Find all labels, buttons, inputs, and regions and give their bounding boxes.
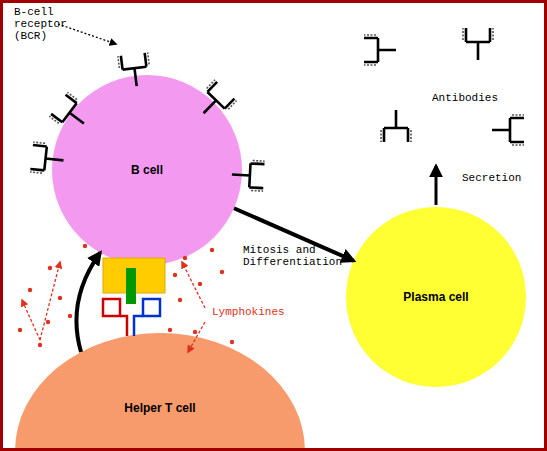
cell-name: B cell bbox=[131, 163, 163, 177]
cell-name: Helper T cell bbox=[124, 401, 195, 415]
mhc-tcr-complex bbox=[103, 258, 165, 336]
node-text-group: Plasma cell bbox=[403, 290, 468, 304]
b-cell-circle: B cell bbox=[52, 75, 242, 265]
helper-t-cell-dome: Helper T cell bbox=[15, 333, 305, 451]
bcr-label: B-cell receptor (BCR) bbox=[14, 6, 76, 42]
node-text-group: B cell bbox=[131, 163, 163, 177]
lymphokines-label: Lymphokines bbox=[212, 306, 302, 318]
cell-name: Plasma cell bbox=[403, 290, 468, 304]
edge-label: Mitosis and Differentiation bbox=[243, 244, 348, 268]
antibody-symbols bbox=[364, 28, 524, 145]
secretion-label: Secretion bbox=[462, 172, 542, 184]
plasma-cell-circle: Plasma cell bbox=[346, 207, 526, 387]
node-text-group: Helper T cell bbox=[124, 401, 195, 415]
antibodies-label: Antibodies bbox=[432, 92, 522, 104]
connector-arrow bbox=[76, 253, 100, 352]
secretion-arrow bbox=[435, 166, 438, 205]
